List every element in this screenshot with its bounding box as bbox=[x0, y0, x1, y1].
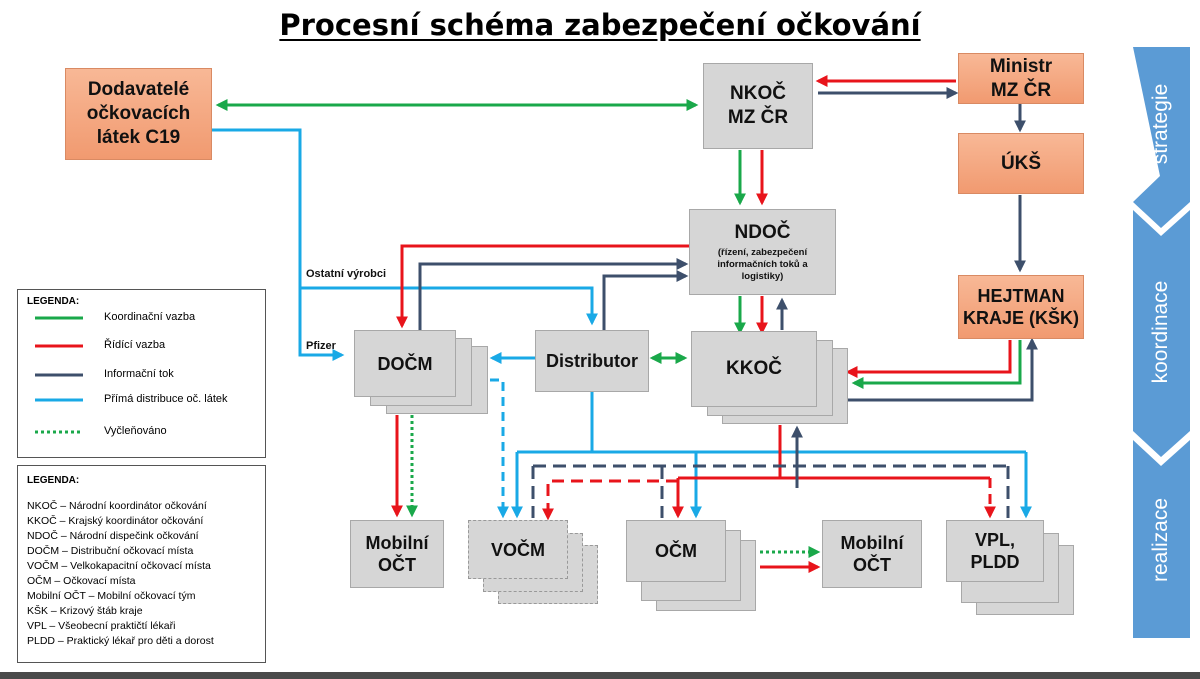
node-dodavatele: Dodavatelé očkovacích látek C19 bbox=[65, 68, 212, 160]
coord-hejtman-kkoc bbox=[851, 340, 1022, 389]
node-nkoc: NKOČ MZ ČR bbox=[703, 63, 813, 149]
phase-label-koordinace: koordinace bbox=[1149, 280, 1172, 384]
node-ministr: Ministr MZ ČR bbox=[958, 53, 1084, 104]
node-kkoc: KKOČ bbox=[691, 331, 817, 407]
legend-abbr-item: OČM – Očkovací místa bbox=[27, 575, 136, 587]
legend-abbreviations-title: LEGENDA: bbox=[27, 475, 80, 486]
legend-abbreviation-list: NKOČ – Národní koordinátor očkování KKOČ… bbox=[27, 499, 214, 649]
node-uks: ÚKŠ bbox=[958, 133, 1084, 194]
chevron-strategie bbox=[1133, 47, 1190, 228]
legend-abbr-item: DOČM – Distribuční očkovací místa bbox=[27, 545, 194, 557]
label-pfizer: Pfizer bbox=[306, 340, 336, 352]
legend-item-label: Řídící vazba bbox=[104, 339, 166, 351]
bottom-border bbox=[0, 672, 1200, 679]
phase-chevrons bbox=[1133, 47, 1190, 638]
ctrl-ndoc-docm bbox=[396, 244, 690, 329]
node-vocm: VOČM bbox=[468, 520, 568, 579]
chevron-koordinace bbox=[1133, 210, 1190, 457]
flow-docm-vocm bbox=[490, 378, 509, 519]
node-ndoc: NDOČ (řízení, zabezpečení informačních t… bbox=[689, 209, 836, 295]
node-hejtman: HEJTMAN KRAJE (KŠK) bbox=[958, 275, 1084, 339]
flow-dodavatele-pfizer bbox=[212, 128, 345, 361]
legend-item-label: Koordinační vazba bbox=[104, 311, 196, 323]
legend-abbr-item: KKOČ – Krajský koordinátor očkování bbox=[27, 515, 204, 527]
legend-item-label: Vyčleňováno bbox=[104, 425, 167, 437]
node-ocm: OČM bbox=[626, 520, 726, 582]
legend-abbr-item: KŠK – Krizový štáb kraje bbox=[27, 605, 143, 617]
legend-abbr-item: NKOČ – Národní koordinátor očkování bbox=[27, 500, 207, 512]
phase-label-strategie: strategie bbox=[1149, 83, 1172, 165]
phase-label-realizace: realizace bbox=[1149, 497, 1172, 583]
legend-swatches bbox=[35, 316, 83, 434]
page-title: Procesní schéma zabezpečení očkování bbox=[279, 8, 921, 42]
label-ostatni-vyrobci: Ostatní výrobci bbox=[306, 268, 387, 280]
node-mobilni-2: Mobilní OČT bbox=[822, 520, 922, 588]
legend-abbr-item: VPL – Všeobecní praktičtí lékaři bbox=[27, 620, 176, 632]
node-docm: DOČM bbox=[354, 330, 456, 397]
node-mobilni-1: Mobilní OČT bbox=[350, 520, 444, 588]
info-kkoc-hejtman bbox=[848, 337, 1038, 402]
node-distributor: Distributor bbox=[535, 330, 649, 392]
legend-abbr-item: NDOČ – Národní dispečink očkování bbox=[27, 530, 199, 542]
legend-abbr-item: Mobilní OČT – Mobilní očkovací tým bbox=[27, 590, 196, 602]
legend-abbr-item: VOČM – Velkokapacitní očkovací místa bbox=[27, 560, 211, 572]
chevron-realizace bbox=[1133, 440, 1190, 638]
node-vpl: VPL, PLDD bbox=[946, 520, 1044, 582]
legend-line-types-title: LEGENDA: bbox=[27, 296, 80, 307]
legend-abbreviations: LEGENDA: NKOČ – Národní koordinátor očko… bbox=[17, 465, 266, 663]
ctrl-bus-vocm bbox=[542, 479, 678, 521]
legend-line-types: LEGENDA: Koordinační vazba Řídící vazba … bbox=[17, 289, 266, 458]
info-distributor-ndoc bbox=[602, 270, 689, 330]
info-docm-ndoc bbox=[418, 258, 689, 330]
flow-ostatni-distributor bbox=[300, 286, 598, 326]
ctrl-hejtman-kkoc bbox=[845, 340, 1012, 378]
legend-item-label: Přímá distribuce oč. látek bbox=[104, 393, 228, 405]
legend-item-label: Informační tok bbox=[104, 368, 174, 380]
legend-abbr-item: PLDD – Praktický lékař pro děti a dorost bbox=[27, 635, 214, 647]
